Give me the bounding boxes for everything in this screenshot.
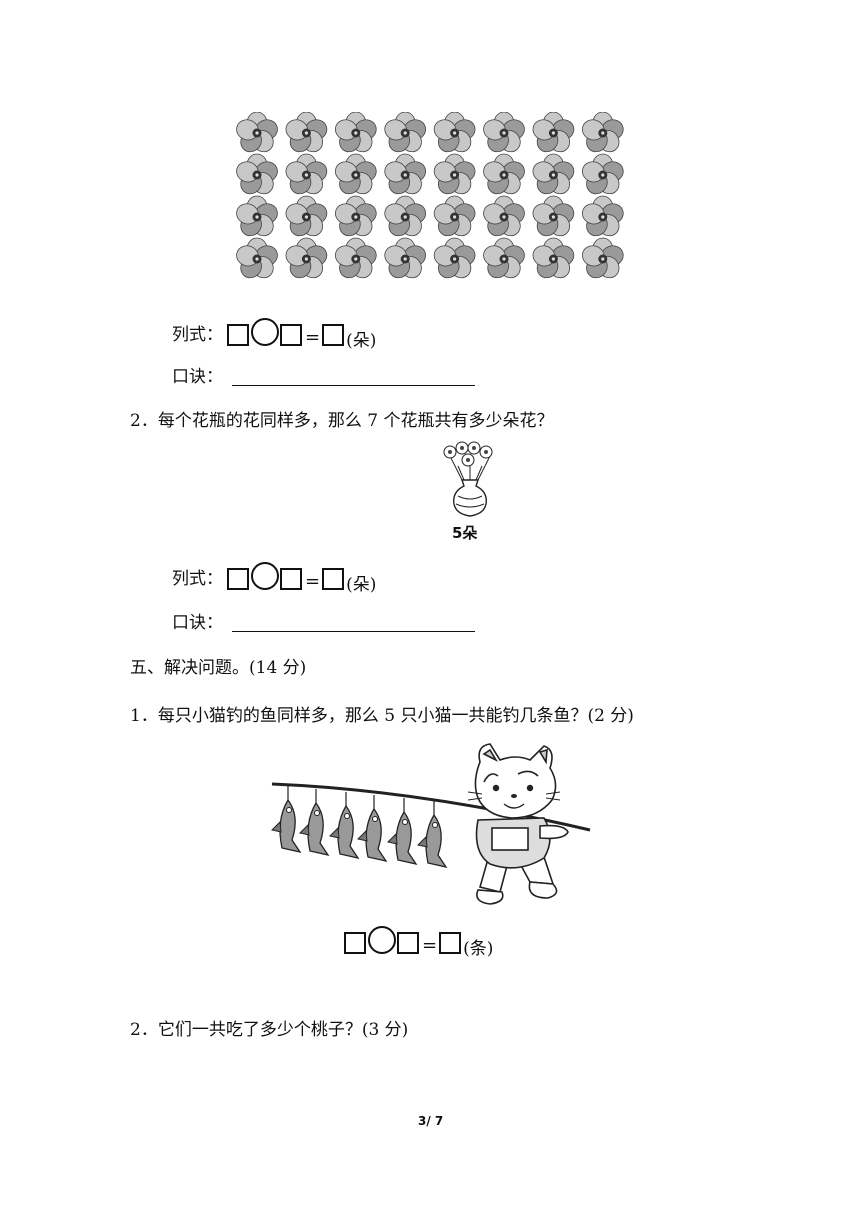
flower-icon [236, 153, 278, 195]
q2-rhyme-answer-line[interactable] [232, 631, 475, 632]
flower-icon [384, 195, 427, 237]
flower-icon [384, 237, 427, 279]
fish-icon [357, 795, 388, 862]
q1-answer-box-2[interactable] [280, 324, 302, 346]
flower-icon [285, 153, 328, 195]
fish-icon [329, 792, 360, 859]
q1-result-box[interactable] [322, 324, 345, 346]
fish-icon [299, 789, 330, 856]
flower-icon [483, 195, 525, 237]
flower-icon [334, 195, 377, 237]
flower-icon [433, 153, 476, 195]
flower-icon [483, 153, 525, 195]
p1-unit: (条) [463, 939, 494, 959]
q2-result-box[interactable] [322, 568, 345, 590]
section-heading: 五、解决问题。(14 分) [130, 658, 307, 678]
q2-operator-circle[interactable] [251, 562, 279, 590]
flower-icon [532, 237, 575, 279]
flower-icon [285, 111, 328, 153]
q2-answer-box-2[interactable] [280, 568, 302, 590]
flower-icon [581, 195, 624, 237]
flower-icon [532, 153, 575, 195]
q2-formula-row: 列式： = (朵) [172, 562, 376, 595]
flower-icon [433, 237, 476, 279]
flower-icon [334, 111, 377, 153]
q2-equals-sign: = [305, 571, 321, 592]
flower-icon [334, 237, 377, 279]
q2-rhyme-label: 口诀： [172, 613, 223, 633]
cat-fishing-illustration [268, 742, 598, 912]
flower-grid [233, 111, 628, 284]
flower-icon [384, 153, 427, 195]
flower-icon [483, 237, 525, 279]
q2-answer-box-1[interactable] [227, 568, 249, 590]
q2-question: 2．每个花瓶的花同样多，那么 7 个花瓶共有多少朵花？ [130, 411, 554, 431]
q1-formula-row: 列式： = (朵) [172, 318, 376, 351]
flower-icon [236, 195, 278, 237]
fish-icon [417, 801, 448, 868]
q1-operator-circle[interactable] [251, 318, 279, 346]
p1-equals-sign: = [422, 935, 438, 956]
fish-icon [387, 798, 418, 865]
q1-unit: (朵) [346, 331, 377, 351]
flower-icon [433, 195, 476, 237]
p1-result-box[interactable] [439, 932, 462, 954]
flower-icon [532, 195, 575, 237]
vase-caption: 5朵 [452, 524, 478, 542]
flower-grid-illustration [236, 111, 624, 279]
p1-operator-circle[interactable] [368, 926, 396, 954]
flower-icon [581, 111, 624, 153]
page-number: 3/ 7 [418, 1114, 444, 1128]
flower-icon [334, 153, 377, 195]
flower-icon [236, 111, 278, 153]
q1-rhyme-answer-line[interactable] [232, 385, 475, 386]
problem-2-question: 2．它们一共吃了多少个桃子？(3 分) [130, 1020, 409, 1040]
fish-icon [271, 786, 302, 853]
q2-unit: (朵) [346, 575, 377, 595]
q1-equals-sign: = [305, 327, 321, 348]
problem-1-question: 1．每只小猫钓的鱼同样多，那么 5 只小猫一共能钓几条鱼？(2 分) [130, 706, 634, 726]
q1-rhyme-label: 口诀： [172, 367, 223, 387]
flower-icon [483, 111, 525, 153]
q2-formula-label: 列式： [172, 569, 223, 589]
flower-icon [384, 111, 427, 153]
flower-icon [236, 237, 278, 279]
q1-formula-label: 列式： [172, 325, 223, 345]
p1-answer-box-2[interactable] [397, 932, 419, 954]
p1-answer-box-1[interactable] [344, 932, 366, 954]
flower-icon [581, 237, 624, 279]
vase-illustration [434, 436, 506, 518]
problem-1-formula-row: = (条) [344, 926, 493, 959]
flower-icon [581, 153, 624, 195]
flower-icon [532, 111, 575, 153]
q1-answer-box-1[interactable] [227, 324, 249, 346]
flower-icon [433, 111, 476, 153]
flower-icon [285, 237, 328, 279]
flower-icon [285, 195, 328, 237]
vase-icon [443, 441, 493, 517]
cat-fish-icon [271, 743, 591, 905]
